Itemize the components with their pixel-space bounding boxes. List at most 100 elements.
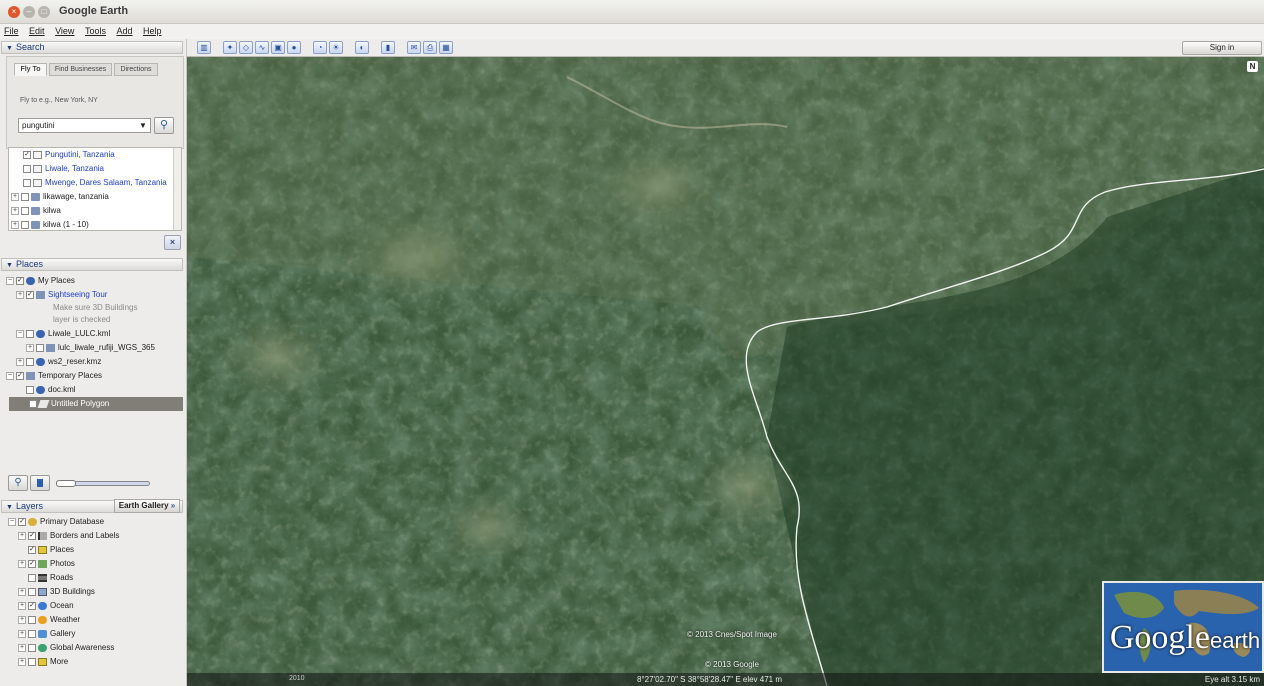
tab-fly-to[interactable]: Fly To bbox=[14, 63, 47, 76]
tree-item-sightseeing[interactable]: +✓Sightseeing Tour bbox=[16, 289, 107, 301]
layer-ocean[interactable]: +✓Ocean bbox=[18, 600, 74, 612]
checkbox[interactable] bbox=[23, 178, 31, 187]
expand-icon[interactable]: + bbox=[18, 601, 26, 610]
print-button[interactable]: ⎙ bbox=[423, 41, 437, 54]
menu-edit[interactable]: Edit bbox=[29, 26, 45, 36]
add-overlay-button[interactable]: ▣ bbox=[271, 41, 285, 54]
opacity-slider[interactable] bbox=[56, 480, 150, 487]
checkbox[interactable]: ✓ bbox=[28, 545, 36, 554]
checkbox[interactable]: ✓ bbox=[16, 371, 24, 380]
list-item[interactable]: ✓Pungutini, Tanzania bbox=[23, 149, 115, 161]
magnify-button[interactable]: ⚲ bbox=[8, 475, 28, 491]
record-tour-button[interactable]: ● bbox=[287, 41, 301, 54]
maximize-window-button[interactable]: □ bbox=[38, 6, 50, 18]
clear-results-button[interactable]: × bbox=[164, 235, 181, 250]
results-scrollbar[interactable] bbox=[173, 148, 181, 230]
checkbox[interactable]: ✓ bbox=[28, 531, 36, 540]
expand-icon[interactable]: + bbox=[16, 290, 24, 299]
minimize-window-button[interactable]: – bbox=[23, 6, 35, 18]
checkbox[interactable]: ✓ bbox=[26, 290, 34, 299]
expand-icon[interactable]: + bbox=[18, 643, 26, 652]
search-input[interactable]: pungutini ▼ bbox=[18, 118, 151, 133]
view-toggle-button[interactable] bbox=[30, 475, 50, 491]
close-window-button[interactable]: × bbox=[8, 6, 20, 18]
menu-file[interactable]: File bbox=[4, 26, 19, 36]
expand-icon[interactable]: + bbox=[11, 220, 19, 229]
list-item[interactable]: +likawage, tanzania bbox=[11, 191, 109, 203]
view-in-maps-button[interactable]: ▦ bbox=[439, 41, 453, 54]
layer-global-awareness[interactable]: +Global Awareness bbox=[18, 642, 114, 654]
places-section-header[interactable]: ▼Places bbox=[1, 258, 183, 271]
slider-thumb[interactable] bbox=[56, 480, 76, 487]
menu-view[interactable]: View bbox=[55, 26, 75, 36]
ruler-button[interactable]: ▮ bbox=[381, 41, 395, 54]
tree-item-ws2[interactable]: +ws2_reser.kmz bbox=[16, 356, 101, 368]
tree-item-doc-kml[interactable]: doc.kml bbox=[26, 384, 76, 396]
layer-more[interactable]: +More bbox=[18, 656, 68, 668]
checkbox[interactable]: ✓ bbox=[16, 276, 24, 285]
sunlight-button[interactable]: ☀ bbox=[329, 41, 343, 54]
overview-map[interactable]: Googleearth bbox=[1102, 581, 1264, 673]
checkbox[interactable] bbox=[28, 657, 36, 666]
checkbox[interactable] bbox=[28, 573, 36, 582]
layer-primary-database[interactable]: −✓Primary Database bbox=[8, 516, 104, 528]
checkbox[interactable] bbox=[21, 192, 29, 201]
tree-item-liwale-lulc[interactable]: −Liwale_LULC.kml bbox=[16, 328, 110, 340]
checkbox[interactable] bbox=[28, 629, 36, 638]
list-item[interactable]: +kilwa bbox=[11, 205, 61, 217]
tree-item-lulc-layer[interactable]: +lulc_liwale_rufiji_WGS_365 bbox=[26, 342, 155, 354]
checkbox[interactable]: ✓ bbox=[28, 601, 36, 610]
search-section-header[interactable]: ▼Search bbox=[1, 41, 183, 54]
expand-icon[interactable]: + bbox=[26, 343, 34, 352]
email-button[interactable]: ✉ bbox=[407, 41, 421, 54]
tree-item-my-places[interactable]: −✓My Places bbox=[6, 275, 75, 287]
north-compass-icon[interactable]: N bbox=[1247, 61, 1258, 72]
menu-help[interactable]: Help bbox=[143, 26, 162, 36]
expand-icon[interactable]: + bbox=[18, 559, 26, 568]
expand-icon[interactable]: + bbox=[11, 206, 19, 215]
sidebar-toggle-button[interactable]: ▥ bbox=[197, 41, 211, 54]
tree-item-untitled-polygon[interactable]: ✓Untitled Polygon bbox=[9, 397, 183, 411]
list-item[interactable]: +kilwa (1 - 10) bbox=[11, 219, 89, 231]
checkbox[interactable] bbox=[21, 206, 29, 215]
earth-gallery-button[interactable]: Earth Gallery » bbox=[114, 499, 180, 513]
layer-places[interactable]: ✓Places bbox=[28, 544, 74, 556]
expand-icon[interactable]: + bbox=[18, 615, 26, 624]
expand-icon[interactable]: − bbox=[16, 329, 24, 338]
search-button[interactable]: ⚲ bbox=[154, 117, 174, 134]
menu-tools[interactable]: Tools bbox=[84, 26, 106, 36]
checkbox[interactable] bbox=[26, 357, 34, 366]
expand-icon[interactable]: − bbox=[6, 276, 14, 285]
tab-find-businesses[interactable]: Find Businesses bbox=[49, 63, 112, 76]
layer-photos[interactable]: +✓Photos bbox=[18, 558, 75, 570]
checkbox[interactable] bbox=[26, 385, 34, 394]
tree-item-temporary-places[interactable]: −✓Temporary Places bbox=[6, 370, 102, 382]
planets-button[interactable]: ◐ bbox=[355, 41, 369, 54]
layer-3d-buildings[interactable]: +3D Buildings bbox=[18, 586, 95, 598]
expand-icon[interactable]: + bbox=[18, 629, 26, 638]
menu-add[interactable]: Add bbox=[116, 26, 133, 36]
list-item[interactable]: Liwale, Tanzania bbox=[23, 163, 104, 175]
add-path-button[interactable]: ∿ bbox=[255, 41, 269, 54]
checkbox[interactable] bbox=[21, 220, 29, 229]
checkbox[interactable]: ✓ bbox=[18, 517, 26, 526]
checkbox[interactable] bbox=[28, 587, 36, 596]
expand-icon[interactable]: + bbox=[11, 192, 19, 201]
checkbox[interactable] bbox=[23, 164, 31, 173]
layer-roads[interactable]: Roads bbox=[28, 572, 73, 584]
checkbox[interactable] bbox=[36, 343, 44, 352]
checkbox[interactable] bbox=[26, 329, 34, 338]
layer-gallery[interactable]: +Gallery bbox=[18, 628, 75, 640]
expand-icon[interactable]: + bbox=[18, 657, 26, 666]
expand-icon[interactable]: + bbox=[18, 587, 26, 596]
add-placemark-button[interactable]: ✦ bbox=[223, 41, 237, 54]
list-item[interactable]: Mwenge, Dares Salaam, Tanzania bbox=[23, 177, 167, 189]
expand-icon[interactable]: + bbox=[16, 357, 24, 366]
sign-in-button[interactable]: Sign in bbox=[1182, 41, 1262, 55]
chevron-down-icon[interactable]: ▼ bbox=[139, 121, 147, 130]
layer-borders[interactable]: +✓Borders and Labels bbox=[18, 530, 119, 542]
checkbox[interactable]: ✓ bbox=[29, 399, 37, 408]
checkbox[interactable] bbox=[28, 615, 36, 624]
tab-directions[interactable]: Directions bbox=[114, 63, 158, 76]
checkbox[interactable]: ✓ bbox=[28, 559, 36, 568]
